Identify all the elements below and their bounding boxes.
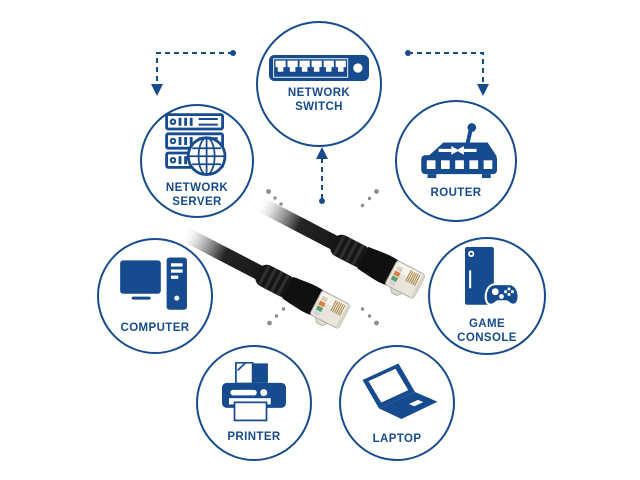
globe-icon (186, 136, 227, 176)
node-label: PRINTER (227, 430, 281, 443)
dashed-line (408, 52, 484, 84)
dashed-line (156, 52, 233, 84)
node-router: ROUTER (395, 100, 517, 222)
router-icon (421, 123, 498, 179)
printer-icon (222, 361, 286, 422)
node-label: COMPUTER (120, 322, 190, 335)
game-console-icon (465, 246, 520, 306)
node-printer: PRINTER (196, 345, 312, 461)
computer-icon (120, 257, 187, 311)
node-label: NETWORK SERVER (165, 181, 229, 208)
gamepad-icon (484, 283, 520, 306)
arrowhead-down-icon (151, 84, 163, 96)
node-laptop: LAPTOP (339, 345, 455, 461)
arrowhead-down-icon (477, 84, 489, 96)
network-switch-icon (269, 55, 369, 81)
arrowhead-up-icon (316, 147, 328, 159)
ray-dots-lower-right (360, 307, 379, 326)
ray-dots-upper-right (360, 189, 379, 208)
node-label: NETWORK SWITCH (287, 86, 351, 113)
dashed-arrow-to-router (405, 50, 489, 96)
node-label: LAPTOP (372, 433, 422, 446)
node-game-console: GAME CONSOLE (428, 237, 546, 355)
dashed-arrow-to-server (151, 50, 236, 96)
dashed-arrow-to-switch (316, 147, 328, 204)
node-network-switch: NETWORK SWITCH (256, 21, 382, 147)
network-server-icon (165, 113, 227, 176)
node-computer: COMPUTER (97, 238, 213, 354)
node-network-server: NETWORK SERVER (140, 104, 254, 218)
node-label: ROUTER (430, 186, 482, 199)
ray-dots-lower-left (267, 307, 286, 326)
laptop-icon (362, 363, 438, 420)
node-label: GAME CONSOLE (457, 317, 517, 344)
ray-dots-upper-left (266, 189, 283, 206)
